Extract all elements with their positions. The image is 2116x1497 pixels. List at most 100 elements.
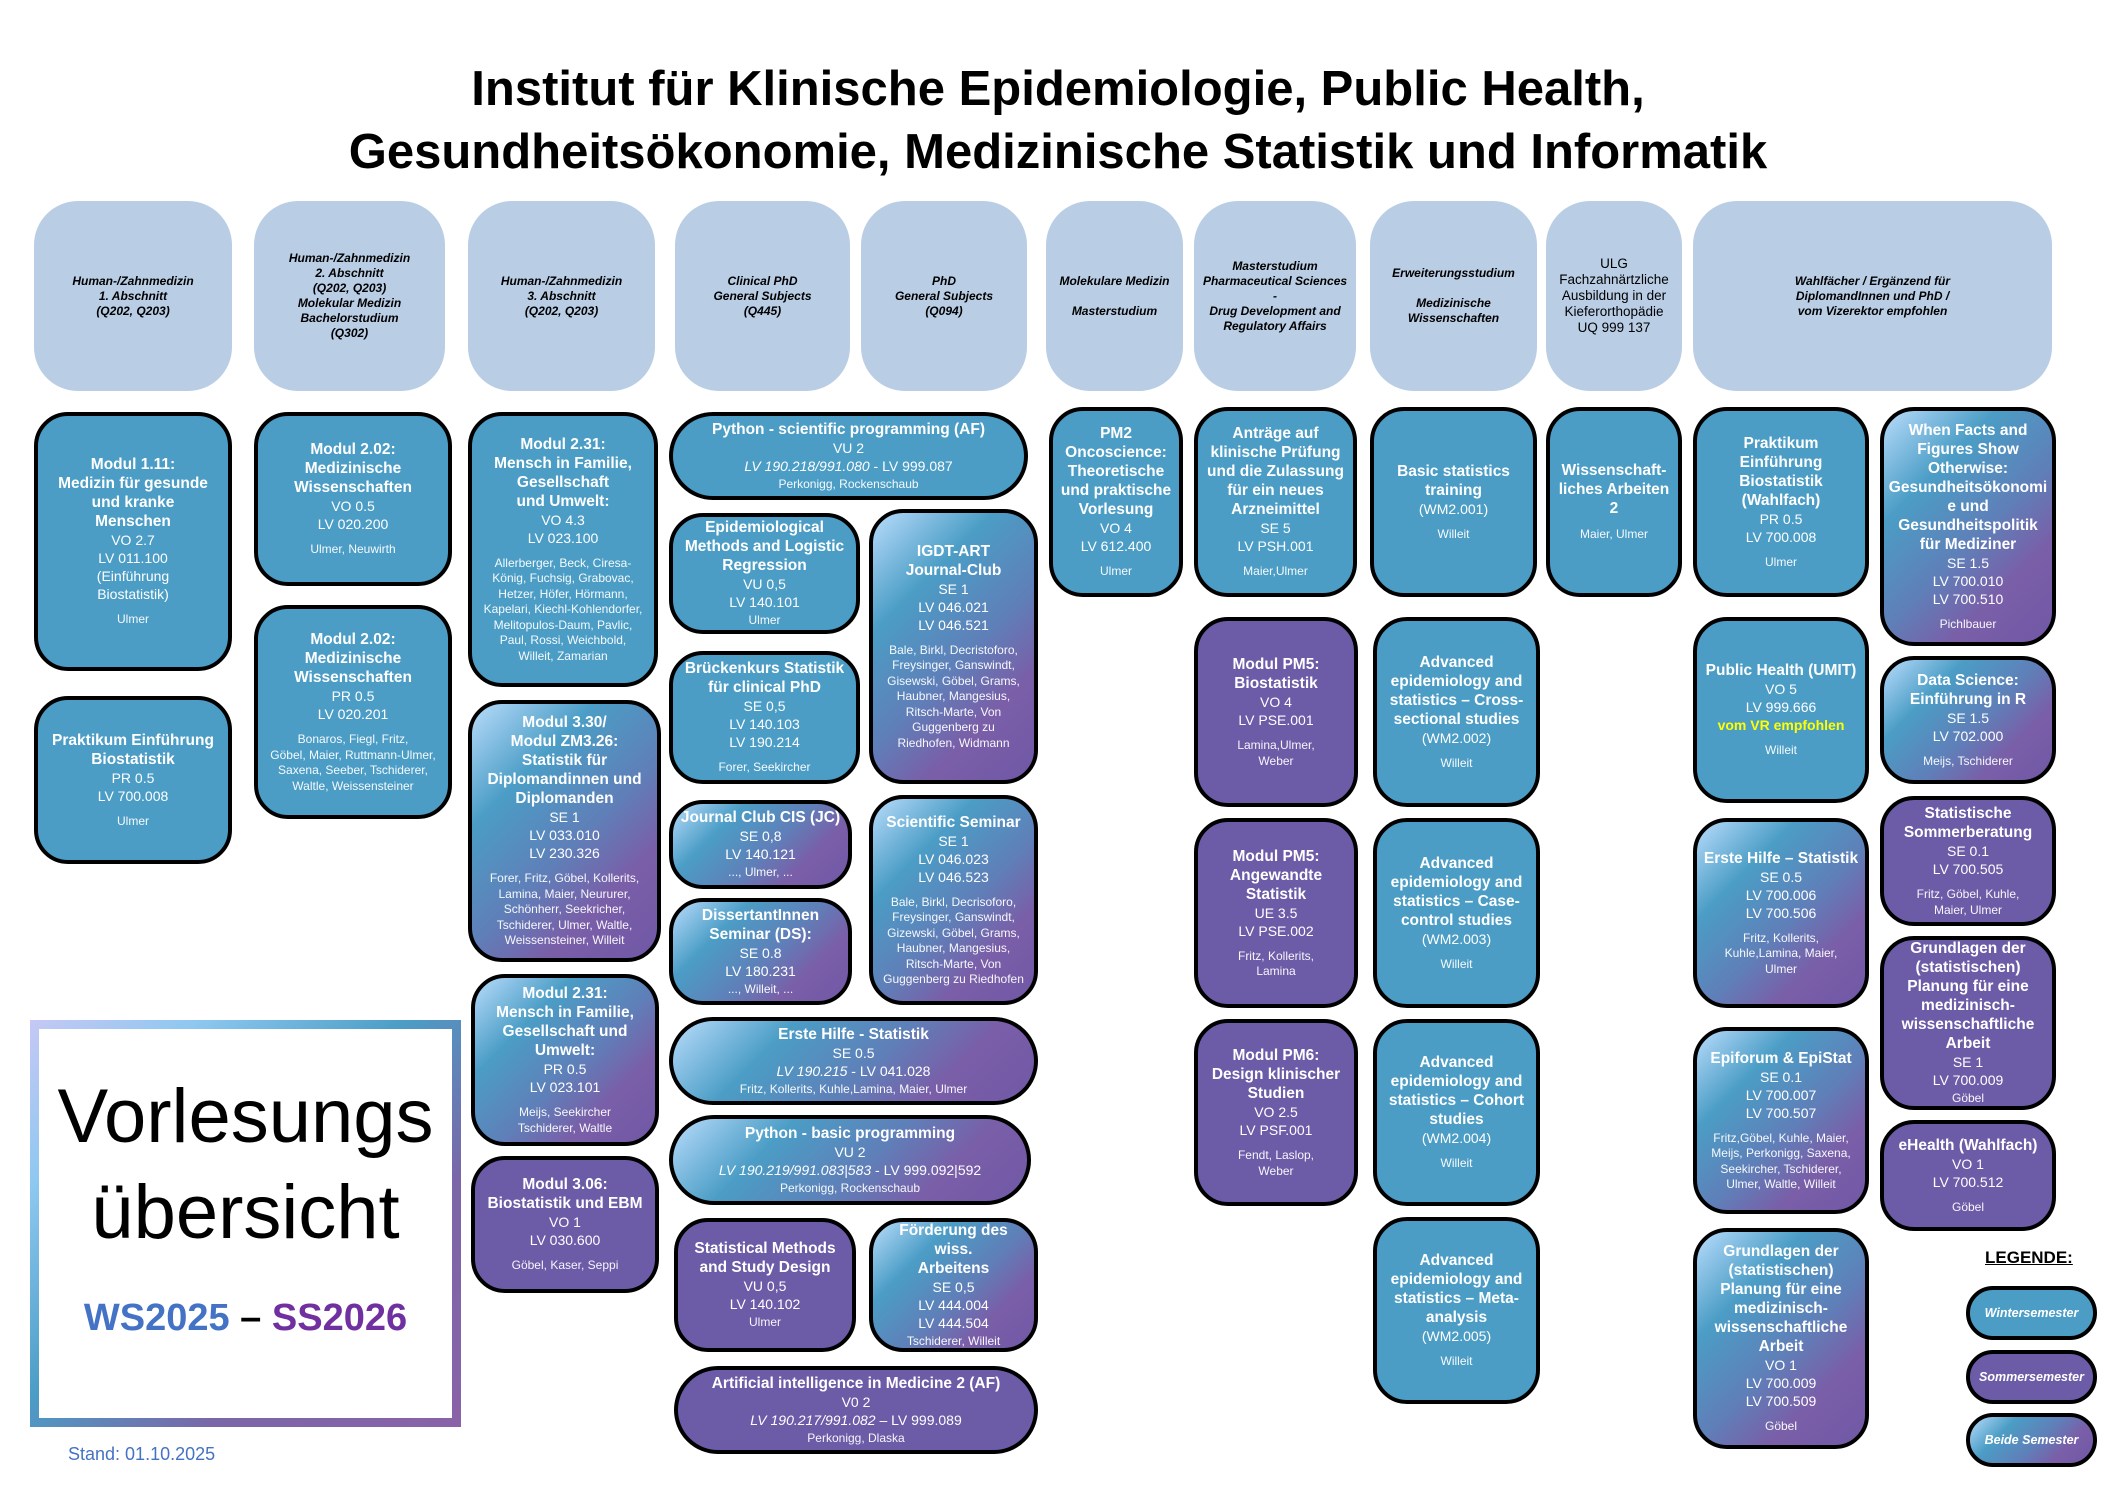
course-detail: LV 700.008 xyxy=(97,787,169,804)
course-card: Grundlagen der (statistischen) Planung f… xyxy=(1693,1228,1869,1449)
course-lecturers: Willeit xyxy=(1440,755,1473,770)
course-detail: LV 444.004 xyxy=(918,1296,989,1313)
course-detail: LV 700.510 xyxy=(1932,590,2004,607)
course-lecturers: Tschiderer, Willeit xyxy=(906,1333,1001,1348)
course-detail: LV 020.201 xyxy=(317,706,389,722)
course-card: Advanced epidemiology and statistics – C… xyxy=(1373,1019,1540,1206)
course-detail: SE 1 xyxy=(1952,1054,1984,1071)
course-title: Modul 1.11: Medizin für gesunde und kran… xyxy=(58,456,208,531)
course-detail: LV 700.509 xyxy=(1745,1393,1817,1410)
course-card: Epidemiological Methods and Logistic Reg… xyxy=(669,513,860,634)
course-detail: V0 2 xyxy=(841,1393,871,1410)
course-card: Modul 2.31: Mensch in Familie, Gesellsch… xyxy=(471,974,659,1146)
course-title: Wissenschaft- liches Arbeiten 2 xyxy=(1558,462,1670,518)
course-title: Modul 2.31: Mensch in Familie, Gesellsch… xyxy=(494,435,632,510)
course-detail: LV 700.512 xyxy=(1932,1173,2004,1190)
course-detail: PR 0.5 xyxy=(1759,510,1803,527)
course-detail: (WM2.002) xyxy=(1421,729,1492,746)
course-lecturers: Ulmer xyxy=(748,613,781,628)
course-detail: (WM2.001) xyxy=(1418,500,1489,517)
course-lecturers: Fritz, Kollerits, Kuhle,Lamina, Maier, U… xyxy=(739,1081,968,1096)
program-header-h1: Human-/Zahnmedizin 1. Abschnitt (Q202, Q… xyxy=(34,201,232,391)
legend-winter: Wintersemester xyxy=(1966,1286,2097,1340)
course-detail: LV 180.231 xyxy=(725,962,796,979)
course-detail: LV 612.400 xyxy=(1080,538,1152,555)
course-detail: LV PSF.001 xyxy=(1239,1122,1313,1138)
course-lv-numbers: LV 190.217/991.082 – LV 999.089 xyxy=(750,1411,962,1429)
course-note: vom VR empfohlen xyxy=(1717,717,1845,734)
course-detail: LV 700.507 xyxy=(1745,1104,1817,1121)
course-title: Praktikum Einführung Biostatistik xyxy=(52,731,214,768)
program-header-h7: Masterstudium Pharmaceutical Sciences - … xyxy=(1194,201,1356,391)
course-lecturers: Ulmer xyxy=(749,1315,781,1330)
winter-semester-label: WS2025 xyxy=(83,1297,230,1339)
course-card: Artificial intelligence in Medicine 2 (A… xyxy=(674,1366,1038,1454)
course-detail: LV 702.000 xyxy=(1932,727,2004,744)
course-lecturers: Allerberger, Beck, Ciresa- König, Fuchsi… xyxy=(483,555,643,663)
course-title: Journal Club CIS (JC) xyxy=(680,809,841,827)
summer-semester-label: SS2026 xyxy=(271,1297,408,1339)
course-detail: LV 046.521 xyxy=(918,616,989,633)
course-title: Statistical Methods and Study Design xyxy=(694,1240,836,1277)
course-lecturers: ..., Ulmer, ... xyxy=(728,865,793,880)
course-title: Epidemiological Methods and Logistic Reg… xyxy=(684,519,845,575)
course-title: DissertantInnen Seminar (DS): xyxy=(701,906,820,943)
program-header-h10: Wahlfächer / Ergänzend für DiplomandInne… xyxy=(1693,201,2052,391)
course-title: Python - basic programming xyxy=(744,1124,956,1142)
course-detail: LV 140.103 xyxy=(729,716,800,733)
course-lecturers: Göbel, Kaser, Seppi xyxy=(511,1258,619,1273)
course-title: eHealth (Wahlfach) xyxy=(1898,1136,2038,1154)
course-detail: LV 700.007 xyxy=(1745,1086,1817,1103)
course-lecturers: Maier, Ulmer xyxy=(1579,527,1648,542)
course-detail: LV PSH.001 xyxy=(1237,538,1314,555)
course-lv-numbers: LV 190.219/991.083|583 - LV 999.092|592 xyxy=(719,1161,981,1179)
course-detail: LV 700.010 xyxy=(1932,572,2004,589)
course-title: Scientific Seminar xyxy=(886,813,1021,831)
course-lecturers: Ulmer, Neuwirth xyxy=(310,542,396,557)
legend-both: Beide Semester xyxy=(1966,1413,2097,1467)
course-detail: (Einführung Biostatistik) xyxy=(96,568,170,603)
legend-title: LEGENDE: xyxy=(1985,1248,2073,1267)
course-detail: LV 020.200 xyxy=(317,516,389,533)
course-card: PM2 Oncoscience: Theoretische und prakti… xyxy=(1049,407,1183,597)
course-card: Advanced epidemiology and statistics – C… xyxy=(1373,617,1540,807)
course-card: Praktikum Einführung Biostatistik (Wahlf… xyxy=(1693,407,1869,597)
course-card: Modul 2.31: Mensch in Familie, Gesellsch… xyxy=(468,412,658,687)
course-lv-italic: LV 190.219/991.083|583 xyxy=(718,1161,872,1178)
course-lecturers: Lamina,Ulmer, Weber xyxy=(1237,738,1315,768)
page-title: Institut für Klinische Epidemiologie, Pu… xyxy=(0,58,2116,184)
course-title: Modul 3.06: Biostatistik und EBM xyxy=(487,1176,643,1213)
course-detail: VO 1 xyxy=(1765,1357,1797,1374)
course-lecturers: Willeit xyxy=(1440,956,1473,971)
course-lecturers: Fendt, Laslop, Weber xyxy=(1237,1148,1315,1178)
course-title: Modul 3.30/ Modul ZM3.26: Statistik für … xyxy=(487,714,642,808)
course-title: Förderung des wiss. Arbeitens xyxy=(899,1221,1008,1277)
course-detail: VO 5 xyxy=(1765,681,1797,698)
course-detail: VO 2.7 xyxy=(111,532,155,549)
title-line-1: Institut für Klinische Epidemiologie, Pu… xyxy=(471,62,1645,116)
course-lecturers: Göbel xyxy=(1764,1419,1798,1434)
course-card: Grundlagen der (statistischen) Planung f… xyxy=(1880,936,2056,1110)
course-title: Praktikum Einführung Biostatistik (Wahlf… xyxy=(1739,434,1823,509)
course-lecturers: ..., Willeit, ... xyxy=(727,981,794,996)
course-title: Erste Hilfe – Statistik xyxy=(1703,849,1859,867)
course-card: Wissenschaft- liches Arbeiten 2 Maier, Ul… xyxy=(1546,407,1682,597)
course-detail: VO 1 xyxy=(1952,1155,1984,1172)
course-title: Modul PM5: Biostatistik xyxy=(1232,656,1320,692)
course-detail: LV 140.102 xyxy=(729,1296,801,1313)
course-lecturers: Perkonigg, Rockenschaub xyxy=(779,1180,921,1195)
course-title: Public Health (UMIT) xyxy=(1705,662,1857,680)
course-title: PM2 Oncoscience: Theoretische und prakti… xyxy=(1060,425,1172,519)
